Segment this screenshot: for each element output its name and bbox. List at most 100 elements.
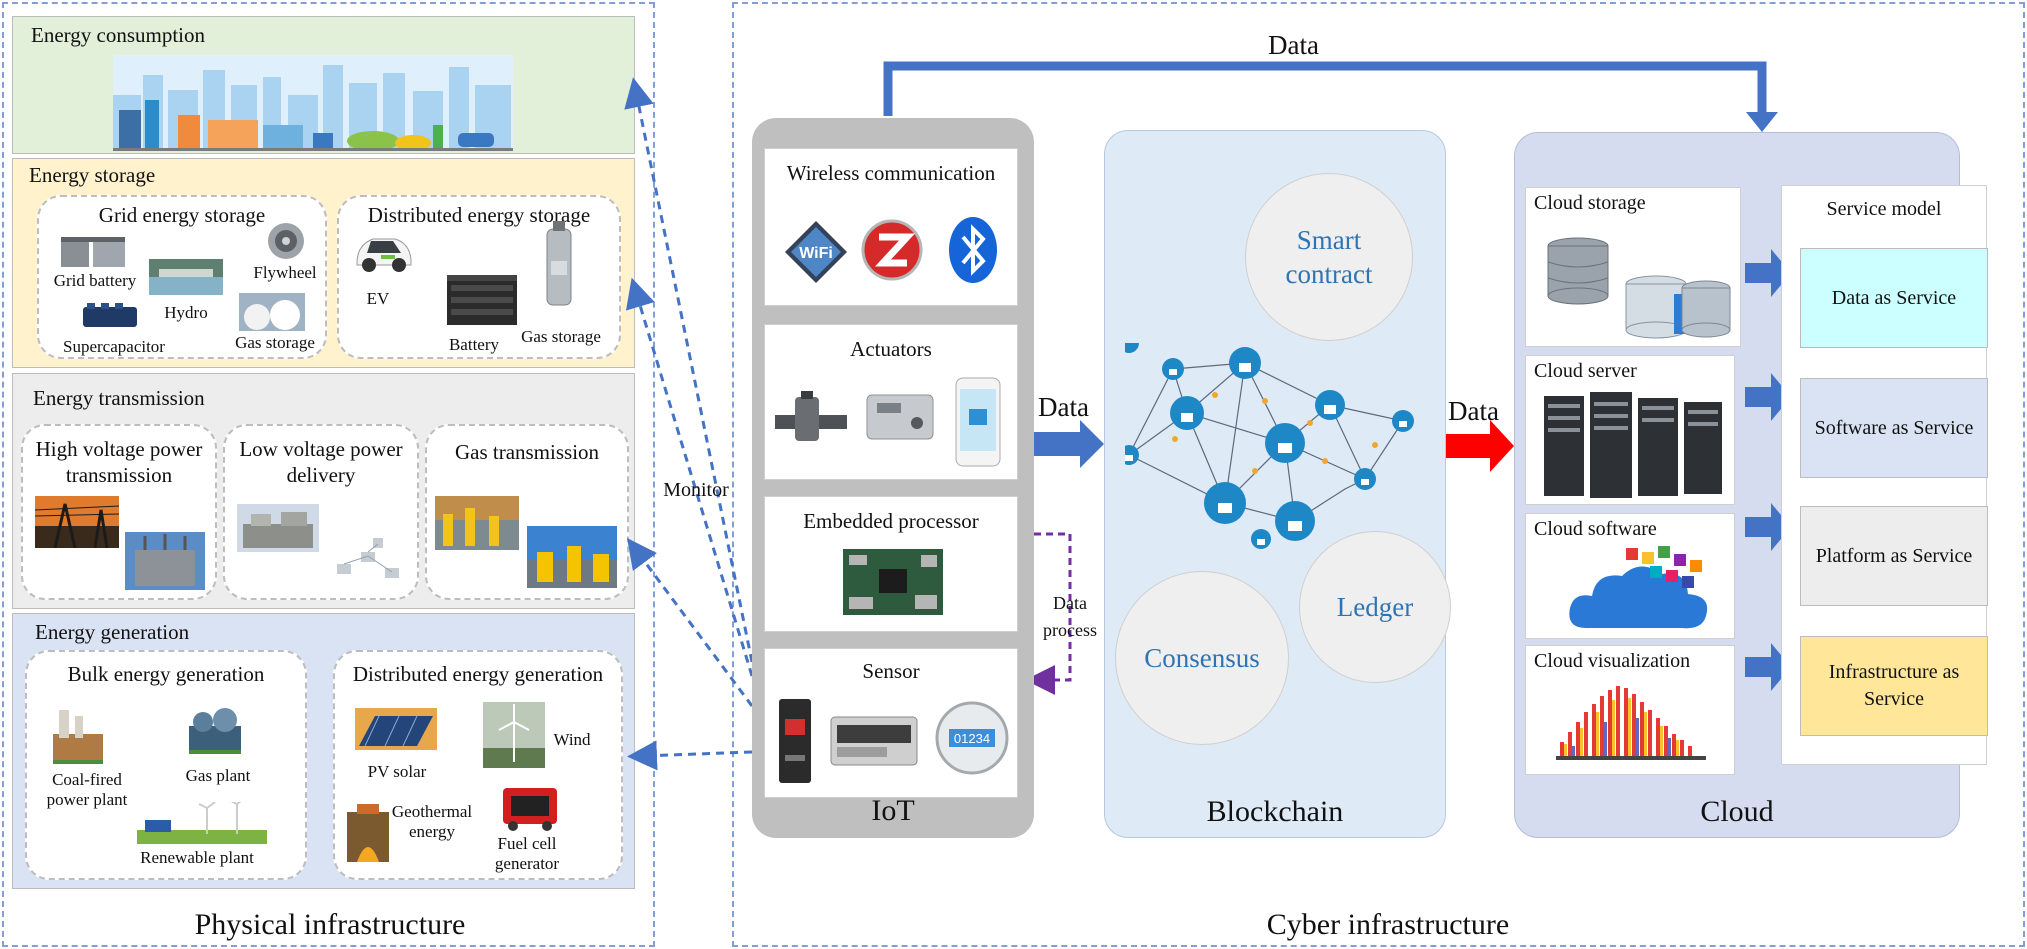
iot-column: Wireless communication WiFi Actuators Em… [752,118,1034,838]
gas-pipeline-icon [435,496,519,550]
energy-consumption-title: Energy consumption [31,23,206,47]
gas-transmission-box: Gas transmission [425,424,629,600]
gas-cylinder-icon [546,221,572,306]
blockchain-network-icon [1125,343,1414,549]
grid-energy-storage-box: Grid energy storage Grid battery Hydro F… [37,195,327,359]
actuators-title: Actuators [850,337,932,361]
photo-sensor-icon [779,699,811,783]
geothermal-label: Geothermal energy [391,802,473,841]
grid-gas-storage-label: Gas storage [235,333,315,352]
energy-generation-title: Energy generation [35,620,190,644]
gas-plant-facility-icon [527,526,617,588]
energy-consumption-panel: Energy consumption [12,16,635,154]
infrastructure-as-service-item: Infrastructure as Service [1800,636,1988,736]
valve-actuator-icon [775,391,847,441]
bluetooth-icon [949,217,997,283]
blockchain-column: Smart contract Consensus Ledger Blockcha… [1104,130,1451,838]
smart-contract-node: Smart contract [1245,173,1413,341]
transformer-icon [125,532,205,590]
iot-title: IoT [871,794,915,827]
smartphone-actuator-icon [955,377,1001,467]
svg-text:WiFi: WiFi [799,245,833,262]
distribution-network-icon [337,538,399,578]
smart-contract-label: Smart contract [1285,225,1373,289]
ledger-label: Ledger [1336,592,1414,622]
sensor-title: Sensor [862,659,920,683]
gas-plant-icon [189,708,241,754]
renewable-plant-label: Renewable plant [140,848,254,867]
embedded-processor-title: Embedded processor [803,509,979,533]
flywheel-label: Flywheel [253,263,317,282]
cloud-title: Cloud [1700,795,1774,828]
supercapacitor-icon [83,303,137,327]
software-as-service-item: Software as Service [1800,378,1988,478]
low-voltage-title: Low voltage power delivery [239,437,403,487]
distributed-gas-storage-label: Gas storage [521,327,601,346]
service-model-title: Service model [1826,198,1942,220]
battery-label: Battery [448,335,500,354]
data-process-label: Data process [1043,593,1097,640]
embedded-board-icon [843,549,943,615]
energy-transmission-title: Energy transmission [33,386,205,410]
cloud-server-label: Cloud server [1534,360,1637,382]
sensor-module-icon [830,716,918,766]
embedded-processor-box: Embedded processor [764,496,1018,632]
transmission-towers-icon [35,496,119,548]
bulk-energy-generation-title: Bulk energy generation [67,662,265,686]
distributed-energy-generation-title: Distributed energy generation [352,662,604,686]
high-voltage-box: High voltage power transmission [21,424,217,600]
cloud-visualization-label: Cloud visualization [1534,650,1691,672]
smart-meter-reading: 01234 [954,731,990,746]
actuators-box: Actuators [764,324,1018,480]
flywheel-icon [268,223,304,259]
sensor-box: Sensor 01234 [764,648,1018,798]
distributed-energy-storage-title: Distributed energy storage [367,203,591,227]
wind-label: Wind [553,730,591,749]
low-voltage-box: Low voltage power delivery [223,424,419,600]
coal-plant-icon [53,710,103,764]
hydro-icon [149,259,223,295]
cloud-software-box: Cloud software [1525,513,1735,639]
gas-plant-label: Gas plant [185,766,251,785]
data-as-service-item: Data as Service [1800,248,1988,348]
iot-to-blockchain-label: Data [1038,392,1089,422]
cloud-storage-box: Cloud storage [1525,187,1741,347]
supercapacitor-label: Supercapacitor [63,337,165,356]
wind-turbine-icon [483,702,545,768]
service-model-box: Service model Data as Service Software a… [1781,185,1988,765]
pv-solar-icon [355,708,437,750]
fuel-cell-label: Fuel cell generator [494,834,560,873]
renewable-plant-icon [137,802,267,844]
cloud-software-label: Cloud software [1534,518,1657,540]
energy-transmission-panel: Energy transmission High voltage power t… [12,373,635,609]
distributed-energy-generation-box: Distributed energy generation PV solar W… [333,650,623,880]
ledger-node: Ledger [1299,531,1451,683]
energy-storage-panel: Energy storage Grid energy storage Grid … [12,158,635,368]
gas-transmission-title: Gas transmission [454,440,600,464]
energy-storage-title: Energy storage [29,163,156,187]
cloud-storage-label: Cloud storage [1534,192,1646,214]
grid-energy-storage-title: Grid energy storage [98,203,266,227]
coal-plant-label: Coal-fired power plant [46,770,128,809]
hydro-label: Hydro [164,303,208,322]
smart-meter-icon: 01234 [935,701,1009,775]
monitor-label: Monitor [663,479,729,501]
control-box-actuator-icon [866,394,934,440]
consensus-label: Consensus [1144,643,1260,673]
blockchain-to-cloud-label: Data [1448,396,1499,426]
wireless-communication-box: Wireless communication WiFi [764,148,1018,306]
cloud-column: Cloud storage Cloud server Cloud softwar… [1514,132,1988,838]
visualization-chart-icon [1556,686,1706,760]
geothermal-icon [347,804,389,862]
wifi-icon: WiFi [785,221,847,283]
service-arrows [1745,249,1791,691]
physical-infrastructure-caption: Physical infrastructure [194,908,466,941]
cloud-visualization-box: Cloud visualization [1525,645,1735,775]
grid-battery-label: Grid battery [53,271,137,290]
gas-storage-tanks-icon [239,293,305,331]
grid-battery-icon [61,237,125,267]
top-data-label: Data [1268,30,1319,60]
high-voltage-title: High voltage power transmission [35,437,203,487]
battery-icon [447,275,517,325]
energy-generation-panel: Energy generation Bulk energy generation… [12,613,635,889]
